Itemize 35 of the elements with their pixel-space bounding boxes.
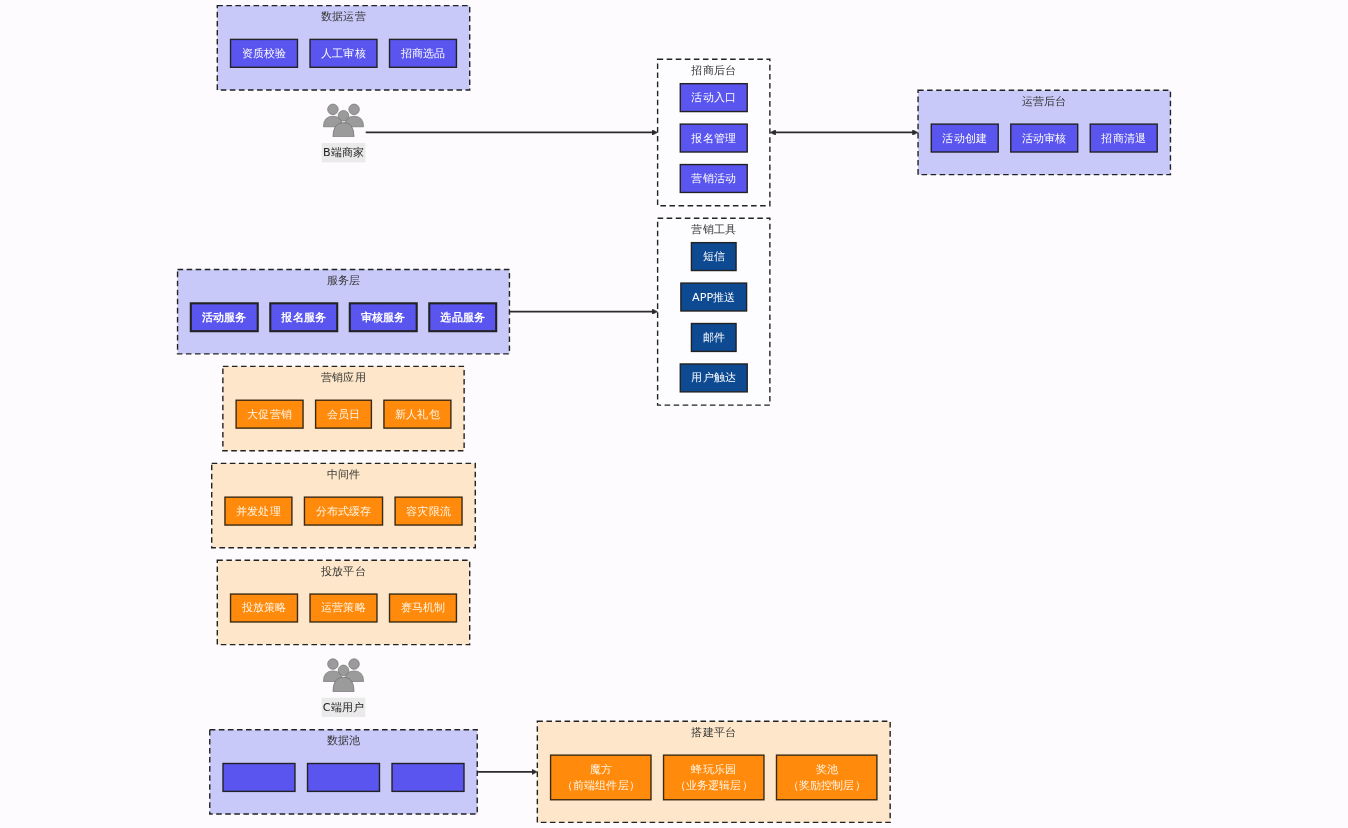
node-box: 活动创建 [930, 123, 999, 153]
node-box: 选品服务 [428, 302, 498, 333]
node-box: 蜂玩乐园 （业务逻辑层） [662, 754, 765, 801]
node-box: APP推送 [680, 282, 748, 312]
node-box: 报名服务 [269, 302, 339, 333]
node-box: 招商选品 [388, 38, 458, 68]
node-box: 活动入口 [679, 82, 748, 113]
node-box: 大促营销 [235, 399, 304, 429]
node-box: 新人礼包 [383, 399, 452, 429]
arrow [364, 129, 658, 136]
node-box: 活动服务 [189, 302, 259, 333]
node-box: 赛马机制 [388, 593, 458, 623]
node-box: 资质校验 [229, 38, 299, 68]
node-box: 会员日 [314, 399, 373, 429]
node-box [222, 762, 296, 793]
node-box: 容灾限流 [394, 496, 463, 526]
node-box: 报名管理 [679, 123, 748, 153]
node-box: 审核服务 [348, 302, 418, 333]
node-box: 运营策略 [309, 593, 378, 623]
node-box [306, 762, 381, 793]
node-box: 奖池 （奖励控制层） [775, 754, 878, 801]
node-box: 并发处理 [224, 496, 293, 526]
node-box: 营销活动 [679, 163, 748, 194]
node-box: 用户触达 [679, 363, 748, 393]
node-box: 分布式缓存 [303, 496, 384, 526]
cluster: 数据池 [209, 729, 478, 815]
node-box: 魔方 （前端组件层） [549, 754, 652, 801]
node-box: 投放策略 [229, 593, 299, 623]
node-box [391, 762, 465, 793]
node-box: 邮件 [690, 322, 737, 353]
node-box: 招商清退 [1089, 123, 1158, 153]
node-box: 人工审核 [309, 38, 378, 68]
node-box: 短信 [690, 241, 737, 272]
arrow [769, 129, 919, 136]
node-box: 活动审核 [1010, 123, 1079, 153]
